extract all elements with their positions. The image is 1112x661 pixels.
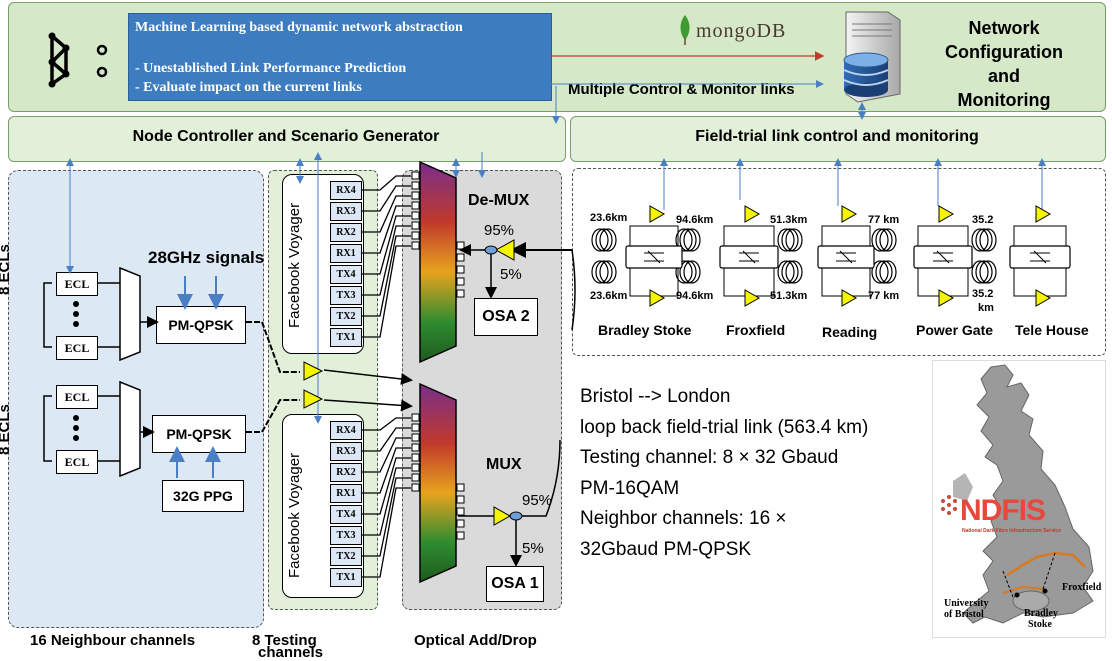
- span-bottom-4: 35.2: [972, 288, 994, 300]
- voyager-port-rx4: RX4: [330, 421, 362, 440]
- map-label-froxfield: Froxfield: [1062, 582, 1102, 593]
- field-control-title: Field-trial link control and monitoring: [695, 128, 979, 145]
- add-drop-caption: Optical Add/Drop: [414, 632, 537, 649]
- voyager-port-tx2: TX2: [330, 547, 362, 566]
- span-top-4: 35.2: [972, 214, 994, 226]
- ecls-label-top: 8 ECLs: [0, 244, 13, 295]
- sss-label-top: 4 × 12 SSS: [431, 212, 450, 289]
- uk-map: [932, 360, 1106, 638]
- multiple-links-label: Multiple Control & Monitor links: [568, 81, 795, 98]
- netconf-line4: Monitoring: [957, 90, 1051, 110]
- pm-qpsk-box: PM-QPSK: [156, 306, 246, 344]
- voyager-port-rx4: RX4: [330, 181, 362, 200]
- voyager-port-tx3: TX3: [330, 526, 362, 545]
- netconf-line2: Configuration: [945, 42, 1063, 62]
- desc-line-2: loop back field-trial link (563.4 km): [580, 417, 869, 438]
- span-bottom-0: 23.6km: [590, 290, 628, 302]
- ecl-box: ECL: [56, 450, 98, 474]
- desc-line-1: Bristol --> London: [580, 386, 731, 407]
- node-controller-title: Node Controller and Scenario Generator: [132, 128, 440, 145]
- span-bottom-1: 94.6km: [676, 290, 714, 302]
- ppg-box: 32G PPG: [162, 480, 244, 512]
- span-top-2: 51.3km: [770, 214, 808, 226]
- voyager-port-rx3: RX3: [330, 442, 362, 461]
- osa2-box: OSA 2: [474, 298, 538, 336]
- pct-5-top: 5%: [500, 266, 522, 283]
- voyager-port-rx3: RX3: [330, 202, 362, 221]
- ml-icon: [46, 28, 116, 88]
- mongodb-label: mongoDB: [696, 20, 787, 42]
- ndfis-logo: NDFIS: [960, 494, 1046, 527]
- ecl-box: ECL: [56, 336, 98, 360]
- span-bottom-3: 77 km: [868, 290, 900, 302]
- desc-line-3: Testing channel: 8 × 32 Gbaud: [580, 447, 839, 468]
- testing-caption-1: 8 Testing: [252, 632, 317, 649]
- mongodb-leaf-icon: [678, 14, 692, 46]
- mux-label: MUX: [121, 413, 133, 440]
- ndfis-subtitle: National Dark Fibre Infrastructure Servi…: [962, 528, 1061, 534]
- site-label: Bradley Stoke: [598, 322, 692, 338]
- desc-line-5: Neighbor channels: 16 ×: [580, 508, 787, 529]
- mux-label: MUX: [121, 301, 133, 328]
- site-label: Reading: [822, 324, 878, 340]
- span-top-1: 94.6km: [676, 214, 714, 226]
- map-label-bristol-1: University: [944, 598, 989, 609]
- voyager-port-tx1: TX1: [330, 568, 362, 587]
- neighbour-panel: [8, 170, 264, 628]
- voyager-port-rx1: RX1: [330, 484, 362, 503]
- voyager-title-bottom: Facebook Voyager: [286, 452, 303, 578]
- ecl-box: ECL: [56, 385, 98, 409]
- span-bottom-5: km: [978, 302, 994, 314]
- voyager-port-rx1: RX1: [330, 244, 362, 263]
- testing-caption-2: channels: [258, 644, 324, 661]
- demux-label: De-MUX: [468, 192, 530, 209]
- netconf-line1: Network: [968, 18, 1040, 38]
- server-icon: [826, 10, 906, 106]
- mux-out-label: MUX: [486, 456, 522, 473]
- ml-box-title: Machine Learning based dynamic network a…: [135, 20, 463, 35]
- pct-95-top: 95%: [484, 222, 515, 239]
- ml-item-1: - Unestablished Link Performance Predict…: [135, 61, 407, 76]
- ecl-box: ECL: [56, 272, 98, 296]
- site-label: Froxfield: [726, 322, 786, 338]
- voyager-port-tx4: TX4: [330, 505, 362, 524]
- voyager-port-tx4: TX4: [330, 265, 362, 284]
- netconf-line3: and: [987, 66, 1020, 86]
- pct-5-bottom: 5%: [522, 540, 544, 557]
- ml-box: [128, 13, 552, 101]
- node-controller-bar: [8, 116, 566, 162]
- voyager-port-tx3: TX3: [330, 286, 362, 305]
- map-label-bradley-1: Bradley: [1024, 608, 1058, 619]
- osa1-box: OSA 1: [486, 566, 544, 602]
- map-label-bristol-2: of Bristol: [944, 609, 984, 620]
- span-top-0: 23.6km: [590, 212, 628, 224]
- voyager-port-tx2: TX2: [330, 307, 362, 326]
- sss-label-bottom: 4 × 12 SSS: [431, 414, 450, 491]
- span-top-3: 77 km: [868, 214, 900, 226]
- voyager-port-rx2: RX2: [330, 223, 362, 242]
- voyager-title-top: Facebook Voyager: [286, 202, 303, 328]
- map-label-bradley-2: Stoke: [1028, 619, 1052, 630]
- desc-line-4: PM-16QAM: [580, 478, 680, 499]
- pm-qpsk-box: PM-QPSK: [152, 415, 246, 453]
- site-label: Power Gate: [916, 322, 994, 338]
- signals-label: 28GHz signals: [148, 248, 265, 267]
- site-label: Tele House: [1015, 322, 1089, 338]
- neighbour-caption: 16 Neighbour channels: [30, 632, 196, 649]
- desc-line-6: 32Gbaud PM-QPSK: [580, 539, 752, 560]
- span-bottom-2: 51.3km: [770, 290, 808, 302]
- voyager-port-tx1: TX1: [330, 328, 362, 347]
- voyager-port-rx2: RX2: [330, 463, 362, 482]
- ecls-label-bottom: 8 ECLs: [0, 404, 13, 455]
- ml-item-2: - Evaluate impact on the current links: [135, 80, 362, 95]
- pct-95-bottom: 95%: [522, 492, 553, 509]
